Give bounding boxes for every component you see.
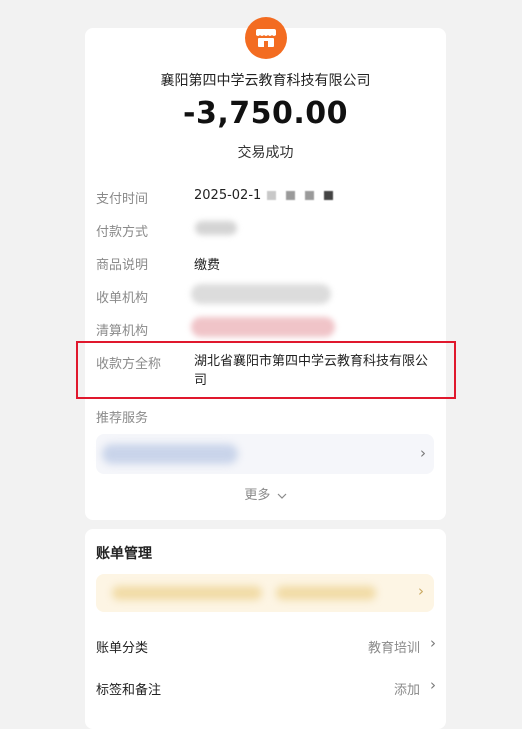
clearing-label: 清算机构 [96, 324, 149, 339]
redaction-block [286, 191, 296, 200]
acquirer-value-redacted [191, 284, 331, 304]
merchant-name: 襄阳第四中学云教育科技有限公司 [160, 73, 371, 89]
chevron-right-icon: › [418, 582, 424, 600]
payee-label: 收款方全称 [96, 357, 162, 372]
pay-method-value-redacted [195, 221, 237, 235]
recommend-label: 推荐服务 [96, 411, 149, 426]
pay-time-text: 2025-02-1 [194, 188, 262, 203]
transaction-amount: -3,750.00 [183, 96, 348, 131]
payee-value: 湖北省襄阳市第四中学云教育科技有限公司 [194, 354, 429, 388]
chevron-right-icon: › [430, 634, 436, 652]
chevron-down-icon [277, 493, 287, 499]
banner-content-redacted [112, 586, 262, 600]
tags-notes-label: 标签和备注 [96, 683, 162, 698]
item-value: 缴费 [194, 258, 221, 273]
more-label: 更多 [244, 488, 271, 503]
bill-category-value: 教育培训 [367, 641, 420, 656]
bill-management-card: 账单管理 › 账单分类 教育培训 › 标签和备注 添加 › [85, 529, 446, 729]
banner-content-redacted [276, 586, 376, 600]
redaction-block [305, 191, 315, 200]
bill-category-label: 账单分类 [96, 641, 149, 656]
transaction-status: 交易成功 [237, 145, 294, 161]
receipt-card: 襄阳第四中学云教育科技有限公司 -3,750.00 交易成功 支付时间 2025… [76, 17, 456, 520]
chevron-right-icon: › [420, 444, 426, 462]
recommended-service[interactable]: › [96, 434, 434, 474]
service-content-redacted [102, 444, 238, 464]
acquirer-label: 收单机构 [96, 291, 149, 306]
pay-method-label: 付款方式 [96, 225, 149, 240]
pay-time-label: 支付时间 [96, 192, 149, 207]
redaction-block [324, 191, 334, 200]
clearing-value-redacted [191, 317, 335, 337]
shop-icon [245, 17, 287, 59]
pay-time-value: 2025-02-1 [194, 188, 334, 203]
item-label: 商品说明 [96, 258, 149, 273]
more-button[interactable]: 更多 [85, 484, 446, 503]
redaction-block [267, 191, 277, 200]
highlight-box [76, 341, 456, 399]
tags-notes-value: 添加 [393, 683, 420, 698]
bill-banner[interactable]: › [96, 574, 434, 612]
chevron-right-icon: › [430, 676, 436, 694]
bill-management-title: 账单管理 [96, 546, 152, 562]
